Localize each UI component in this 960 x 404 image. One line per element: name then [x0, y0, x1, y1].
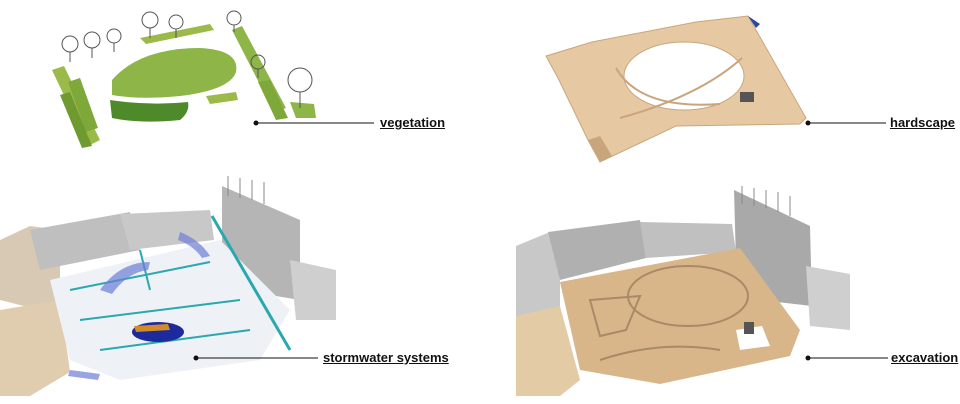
- excavation-diagram: [516, 186, 888, 396]
- vegetation-diagram: [52, 10, 374, 148]
- main-lawn: [112, 48, 237, 98]
- stormwater-diagram: [0, 176, 336, 396]
- hardscape-label: hardscape: [890, 115, 956, 130]
- excavation-label: excavation: [891, 350, 959, 365]
- vegetation-label: vegetation: [380, 115, 446, 130]
- hardscape-diagram: [545, 15, 886, 163]
- stormwater-label: stormwater systems: [323, 350, 449, 365]
- lower-lawn: [110, 100, 189, 122]
